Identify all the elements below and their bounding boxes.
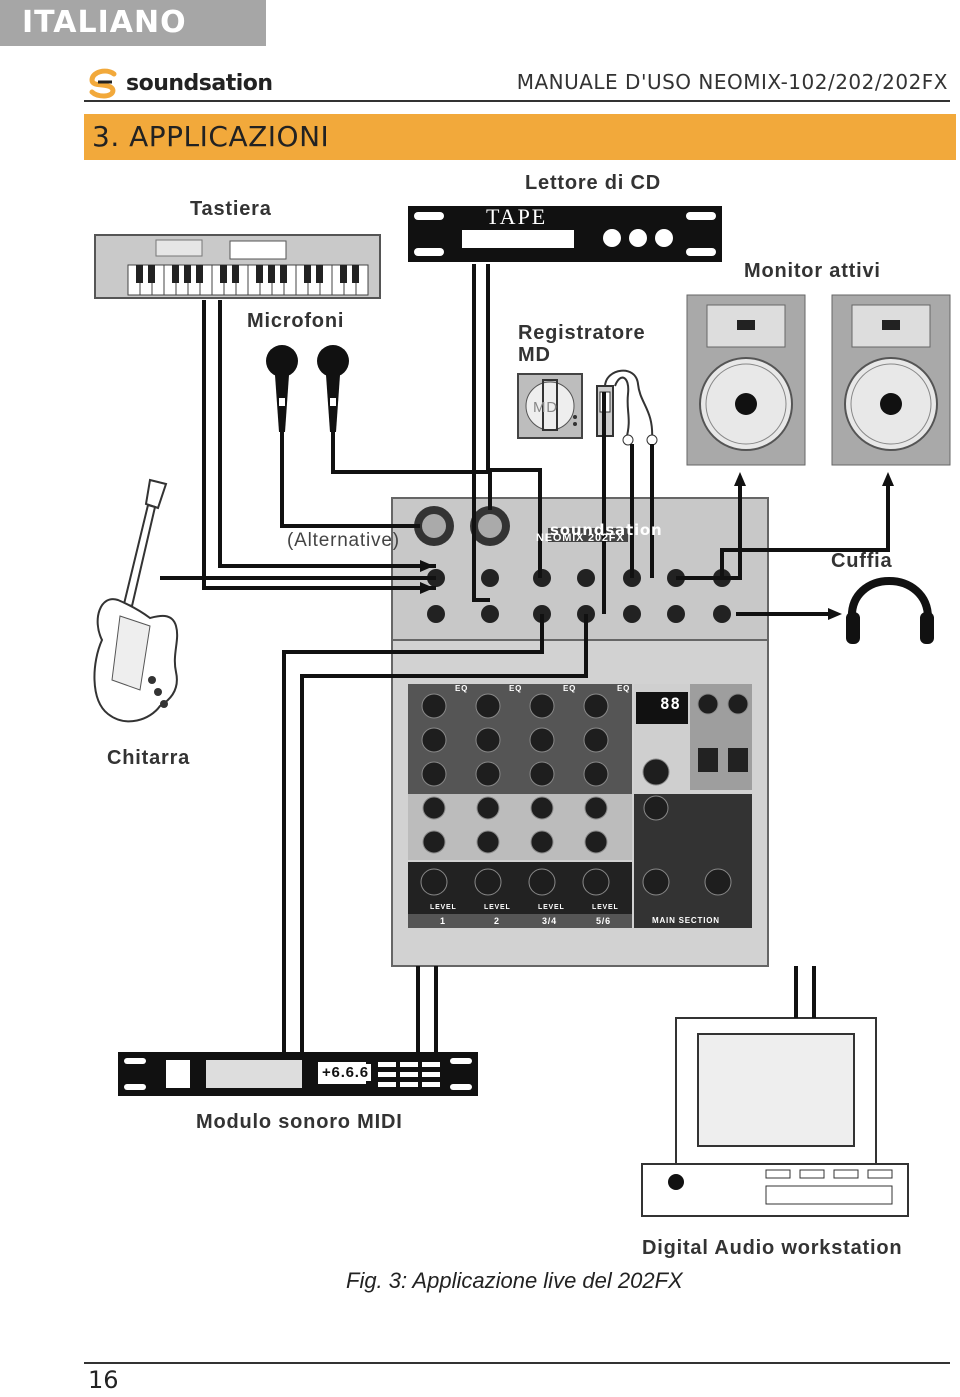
- channel-3-4-label: 3/4: [542, 916, 557, 926]
- keyboard-icon: [94, 234, 381, 299]
- eq-label-2: EQ: [509, 684, 523, 693]
- main-section-label: MAIN SECTION: [652, 916, 720, 925]
- section-title: 3. APPLICAZIONI: [92, 120, 330, 153]
- channel-1-label: 1: [440, 916, 446, 926]
- md-recorder-icon: [517, 369, 658, 446]
- footer-divider: [84, 1362, 950, 1364]
- md-recorder-label-line2: MD: [518, 344, 551, 366]
- keyboard-label: Tastiera: [190, 198, 272, 220]
- cd-player-label: Lettore di CD: [525, 172, 661, 194]
- soundsation-logo-icon: [89, 68, 117, 99]
- brand-name: soundsation: [126, 71, 273, 96]
- midi-display: +6.6.6: [320, 1064, 371, 1081]
- monitor-speaker-right-icon: [831, 294, 951, 466]
- guitar-icon: [93, 478, 179, 723]
- figure-caption: Fig. 3: Applicazione live del 202FX: [346, 1268, 683, 1293]
- cd-player-icon: [408, 206, 722, 262]
- header-divider: [84, 100, 950, 102]
- level-label-3: LEVEL: [538, 904, 565, 911]
- workstation-label: Digital Audio workstation: [642, 1237, 903, 1259]
- headphones-icon: [846, 577, 934, 644]
- language-tab: ITALIANO: [0, 0, 266, 46]
- monitors-label: Monitor attivi: [744, 260, 881, 282]
- channel-5-6-label: 5/6: [596, 916, 611, 926]
- fx-display: 88: [660, 694, 681, 713]
- md-badge: MD: [533, 399, 558, 416]
- mixer-model: NEOMIX 202FX: [536, 532, 625, 544]
- level-label-2: LEVEL: [484, 904, 511, 911]
- md-recorder-label-line1: Registratore: [518, 322, 646, 344]
- mixer-brand: soundsation: [550, 521, 663, 539]
- diagram-illustration: [93, 206, 951, 1217]
- mixer-icon: [391, 497, 769, 967]
- tape-label: TAPE: [486, 204, 548, 229]
- midi-module-icon: [118, 1052, 478, 1096]
- headphones-label: Cuffia: [831, 550, 893, 572]
- computer-workstation-icon: [641, 1017, 909, 1217]
- level-label-1: LEVEL: [430, 904, 457, 911]
- midi-module-label: Modulo sonoro MIDI: [196, 1111, 403, 1133]
- manual-title: MANUALE D'USO NEOMIX-102/202/202FX: [516, 70, 948, 94]
- eq-label-1: EQ: [455, 684, 469, 693]
- eq-label-3: EQ: [563, 684, 577, 693]
- level-label-4: LEVEL: [592, 904, 619, 911]
- cable-arrowheads: [420, 472, 894, 620]
- brand-logo: soundsation: [88, 68, 278, 100]
- eq-label-4: EQ: [617, 684, 631, 693]
- page-number: 16: [88, 1366, 119, 1394]
- application-diagram: Tastiera Lettore di CD TAPE Monitor atti…: [0, 160, 960, 1320]
- alternative-label: (Alternative): [287, 530, 400, 551]
- microphones-label: Microfoni: [247, 310, 345, 332]
- monitor-speaker-left-icon: [686, 294, 806, 466]
- microphone-icon: [266, 345, 349, 432]
- guitar-label: Chitarra: [107, 747, 191, 769]
- channel-2-label: 2: [494, 916, 500, 926]
- section-header: 3. APPLICAZIONI: [84, 114, 956, 160]
- cables: [160, 264, 890, 1052]
